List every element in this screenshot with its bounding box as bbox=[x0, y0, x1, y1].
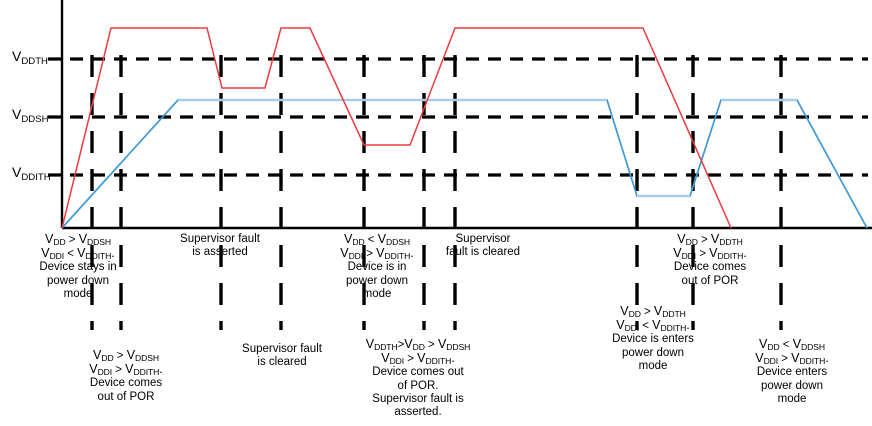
annotation-line: VDDI > VDDITH. bbox=[340, 246, 414, 262]
voltage-symbol: VDDI bbox=[755, 351, 779, 367]
voltage-symbol: VDD bbox=[404, 337, 425, 353]
annotation-line: out of POR bbox=[97, 390, 155, 403]
annotation-line: Device stays in bbox=[39, 261, 117, 274]
voltage-symbol: VDDTH bbox=[365, 337, 398, 353]
voltage-symbol: VDDITH. bbox=[125, 362, 163, 378]
vddi-waveform bbox=[61, 99, 868, 229]
voltage-symbol: VDDTH bbox=[653, 304, 686, 320]
annotation-line: VDDTH>VDD > VDDSH bbox=[365, 337, 471, 353]
voltage-symbol: VDDITH. bbox=[417, 351, 455, 367]
voltage-symbol: VDDSH bbox=[437, 337, 471, 353]
voltage-symbol: VDDI bbox=[381, 351, 405, 367]
threshold-line-group bbox=[48, 57, 868, 177]
voltage-symbol: VDDITH. bbox=[709, 246, 747, 262]
annotation-line: mode bbox=[777, 392, 807, 405]
annotation-line: Device is in bbox=[347, 261, 407, 274]
annotation-line: is cleared bbox=[257, 356, 307, 369]
voltage-symbol: VDDITH. bbox=[652, 318, 690, 334]
annotation-line: power down bbox=[621, 346, 684, 359]
threshold-label-main: V bbox=[12, 48, 22, 64]
voltage-symbol: VDDITH. bbox=[376, 246, 414, 262]
annotation-line: VDDI < VDDITH. bbox=[616, 318, 690, 334]
threshold-label-vddth: VDDTH bbox=[12, 48, 48, 67]
threshold-label-subscript: DDITH bbox=[21, 171, 51, 183]
annotation-line: asserted. bbox=[394, 406, 442, 419]
threshold-label-main: V bbox=[12, 106, 22, 122]
waveform-group bbox=[61, 27, 868, 229]
annotation-line: mode bbox=[362, 287, 392, 300]
threshold-label-subscript: DDTH bbox=[21, 55, 48, 67]
annotation-line: mode bbox=[63, 287, 93, 300]
annotation-line: Device comes out bbox=[372, 366, 464, 379]
voltage-symbol: VDDSH bbox=[126, 348, 159, 364]
voltage-symbol: VDDTH bbox=[710, 232, 743, 248]
annotation-line: VDD > VDDTH bbox=[677, 232, 743, 248]
voltage-symbol: VDDSH bbox=[377, 232, 410, 248]
voltage-symbol: VDDSH bbox=[78, 232, 111, 248]
annotation-line: Device comes bbox=[89, 377, 163, 390]
voltage-symbol: VDDI bbox=[616, 318, 640, 334]
annotation-line: power down bbox=[46, 274, 109, 287]
annotation-line: VDDI > VDDITH. bbox=[755, 351, 829, 367]
vdd-waveform bbox=[61, 27, 732, 229]
voltage-symbol: VDD bbox=[759, 337, 780, 353]
annotation-line: power down bbox=[760, 379, 823, 392]
voltage-symbol: VDDI bbox=[673, 246, 697, 262]
annotation-line: VDD < VDDSH bbox=[344, 232, 410, 248]
annotation-line: out of POR bbox=[681, 274, 739, 287]
voltage-symbol: VDD bbox=[344, 232, 365, 248]
voltage-symbol: VDD bbox=[45, 232, 66, 248]
voltage-symbol: VDDITH. bbox=[77, 246, 115, 262]
annotation-line: mode bbox=[638, 359, 668, 372]
annotation-line: VDD > VDDSH bbox=[93, 348, 159, 364]
voltage-symbol: VDDITH. bbox=[791, 351, 829, 367]
annotation-line: VDD > VDDSH bbox=[45, 232, 111, 248]
voltage-symbol: VDDI bbox=[89, 362, 113, 378]
annotation-line: VDDI > VDDITH. bbox=[381, 351, 455, 367]
annotation-line: Supervisor fault bbox=[242, 343, 322, 355]
voltage-symbol: VDD bbox=[677, 232, 698, 248]
annotation-line: Device enters bbox=[756, 366, 828, 379]
annotation-line: VDD > VDDTH bbox=[620, 304, 686, 320]
annotation-line: is asserted bbox=[192, 246, 248, 259]
marker-line-group bbox=[90, 55, 783, 330]
annotation-line: VDDI > VDDITH. bbox=[673, 246, 747, 262]
annotation-line: VDDI < VDDITH. bbox=[41, 246, 115, 262]
annotation-line: Supervisor fault bbox=[180, 233, 260, 245]
voltage-symbol: VDDSH bbox=[792, 337, 825, 353]
voltage-symbol: VDDI bbox=[340, 246, 364, 262]
annotation-line: Device is enters bbox=[612, 333, 694, 346]
annotation-line: VDDI > VDDITH. bbox=[89, 362, 163, 378]
threshold-label-vddith: VDDITH bbox=[12, 164, 51, 183]
threshold-label-subscript: DDSH bbox=[21, 113, 49, 125]
annotation-line: power down bbox=[345, 274, 408, 287]
threshold-label-vddsh: VDDSH bbox=[12, 106, 49, 125]
voltage-symbol: VDD bbox=[93, 348, 114, 364]
axes-group bbox=[60, 0, 872, 230]
voltage-symbol: VDD bbox=[620, 304, 641, 320]
voltage-symbol: VDDI bbox=[41, 246, 65, 262]
annotation-line: fault is cleared bbox=[445, 246, 521, 259]
annotation-line: Supervisor fault is bbox=[372, 392, 464, 405]
threshold-label-main: V bbox=[12, 164, 22, 180]
annotation-line: VDD < VDDSH bbox=[759, 337, 825, 353]
annotation-line: Device comes bbox=[673, 261, 747, 274]
annotation-line: Supervisor bbox=[455, 233, 511, 245]
annotation-line: of POR. bbox=[397, 379, 439, 392]
